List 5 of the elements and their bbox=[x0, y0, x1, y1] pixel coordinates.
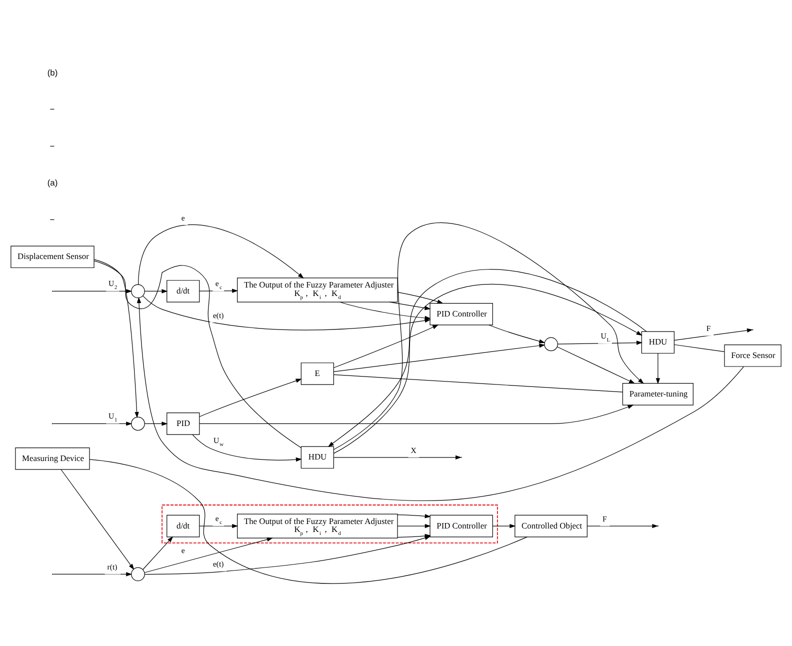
label: − bbox=[50, 140, 55, 151]
label: − bbox=[50, 214, 55, 224]
label: − bbox=[50, 104, 55, 114]
label: (a) bbox=[47, 178, 58, 188]
label: (b) bbox=[47, 67, 58, 78]
